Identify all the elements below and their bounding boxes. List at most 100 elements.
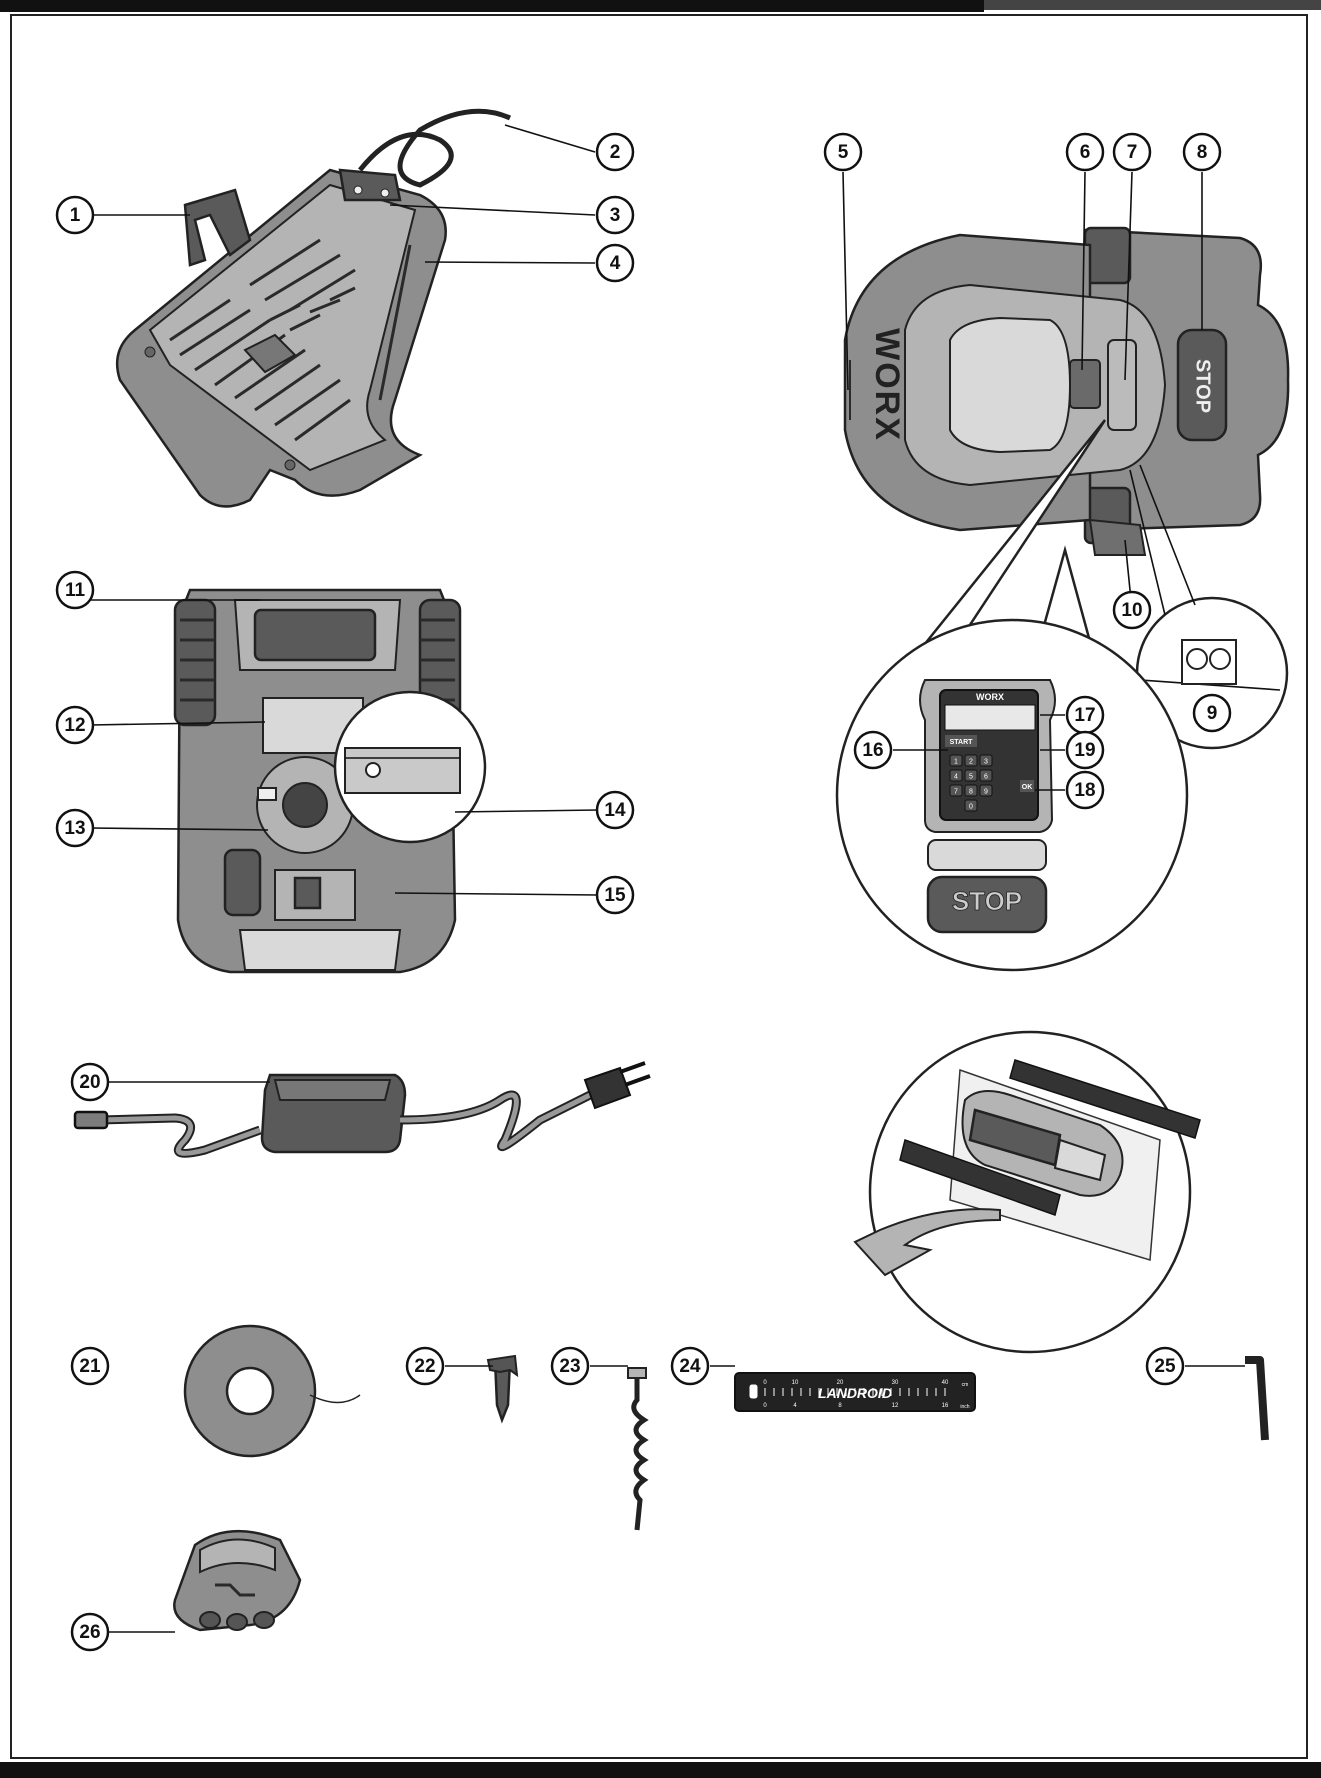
- callout-25-label: 25: [1154, 1356, 1176, 1377]
- callout-14-label: 14: [604, 800, 626, 821]
- callout-14: 14: [595, 790, 635, 830]
- keypad-key-9-label: 9: [984, 789, 988, 796]
- ruler-ticks: 0 10 20 30 40 0 4 8 12 16: [763, 1380, 949, 1409]
- callout-6-label: 6: [1080, 142, 1091, 163]
- callout-11: 11: [55, 570, 95, 610]
- leader-lines: [89, 124, 1245, 1633]
- callout-2: 2: [595, 132, 635, 172]
- ruler-bottom-tick-label: 0: [763, 1403, 767, 1409]
- callout-15-label: 15: [604, 885, 626, 906]
- callout-8: 8: [1182, 132, 1222, 172]
- ruler-top-tick-label: 20: [837, 1380, 844, 1386]
- keypad-key-7-label: 7: [954, 789, 958, 796]
- keypad-key-8-label: 8: [969, 789, 973, 796]
- keypad-brand-logo: WORX: [976, 692, 1004, 702]
- callout-4: 4: [595, 243, 635, 283]
- callout-20-label: 20: [79, 1072, 100, 1093]
- keypad-key-2: [964, 754, 978, 767]
- keypad-key-7: [949, 784, 963, 797]
- wire-connector: [173, 1529, 302, 1632]
- callout-8-label: 8: [1197, 142, 1208, 163]
- callout-3: 3: [595, 195, 635, 235]
- callout-7: 7: [1112, 132, 1152, 172]
- ruler-top-tick-label: 0: [763, 1380, 767, 1386]
- ruler-bottom-tick-label: 12: [892, 1403, 899, 1409]
- boundary-wire-reel: [183, 1324, 361, 1458]
- diagram-frame: [10, 14, 1308, 1759]
- keypad-key-1: [949, 754, 963, 767]
- callout-4-label: 4: [610, 253, 621, 274]
- callout-24: 24: [670, 1346, 710, 1386]
- callout-22-label: 22: [414, 1356, 435, 1377]
- callout-18: 18: [1065, 770, 1105, 810]
- callout-1-label: 1: [70, 205, 81, 226]
- ruler-unit-bottom: inch: [960, 1404, 969, 1410]
- wire-peg: [486, 1354, 519, 1424]
- keypad-keys: 1 2 3 4 5 6 7 8 9 0: [949, 754, 993, 812]
- callout-11-label: 11: [65, 580, 86, 601]
- callout-23: 23: [550, 1346, 590, 1386]
- callout-16: 16: [853, 730, 893, 770]
- callout-10: 10: [1112, 590, 1152, 630]
- callout-7-label: 7: [1127, 142, 1138, 163]
- keypad-key-3: [979, 754, 993, 767]
- ruler-bottom-tick-label: 8: [838, 1403, 842, 1409]
- callout-10-label: 10: [1121, 600, 1142, 621]
- ruler-bottom-tick-label: 16: [942, 1403, 949, 1409]
- keypad-key-0: [964, 799, 978, 812]
- callout-21: 21: [70, 1346, 110, 1386]
- callout-23-label: 23: [559, 1356, 580, 1377]
- keypad-key-6: [979, 769, 993, 782]
- keypad-key-4: [949, 769, 963, 782]
- keypad-key-4-label: 4: [954, 774, 958, 781]
- callout-6: 6: [1065, 132, 1105, 172]
- callout-26: 26: [70, 1612, 110, 1652]
- ruler-unit-top: cm: [962, 1382, 969, 1388]
- callout-2-label: 2: [610, 142, 621, 163]
- mower-top-view: STOP WORX: [843, 226, 1290, 556]
- callout-13-label: 13: [64, 818, 85, 839]
- keypad-key-2-label: 2: [969, 759, 973, 766]
- callout-15: 15: [595, 875, 635, 915]
- callout-3-label: 3: [610, 205, 621, 226]
- callout-5-label: 5: [838, 142, 849, 163]
- power-adapter: [73, 1061, 651, 1158]
- callout-24-label: 24: [679, 1356, 701, 1377]
- callout-21-label: 21: [79, 1356, 101, 1377]
- callout-19: 19: [1065, 730, 1105, 770]
- mower-underside: [173, 588, 487, 974]
- keypad-key-8: [964, 784, 978, 797]
- callout-16-label: 16: [862, 740, 883, 761]
- keypad-start-label: START: [950, 739, 974, 746]
- callout-22: 22: [405, 1346, 445, 1386]
- keypad-key-9: [979, 784, 993, 797]
- callout-26-label: 26: [79, 1622, 100, 1643]
- callout-20: 20: [70, 1062, 110, 1102]
- callout-5: 5: [823, 132, 863, 172]
- ruler-top-tick-label: 30: [892, 1380, 899, 1386]
- ruler-storage-detail: [853, 1030, 1201, 1354]
- callout-9-label: 9: [1207, 703, 1218, 724]
- keypad-key-1-label: 1: [954, 759, 958, 766]
- callout-17-label: 17: [1074, 705, 1095, 726]
- hex-key: [1245, 1356, 1269, 1441]
- ruler-top-tick-label: 40: [942, 1380, 949, 1386]
- keypad-key-6-label: 6: [984, 774, 988, 781]
- callout-12: 12: [55, 705, 95, 745]
- callout-12-label: 12: [64, 715, 85, 736]
- keypad-key-0-label: 0: [969, 804, 973, 811]
- mower-brand-logo: WORX: [868, 328, 906, 442]
- keypad-key-5-label: 5: [969, 774, 973, 781]
- ruler-top-tick-label: 10: [792, 1380, 799, 1386]
- page-bottom-rule: [0, 1762, 1321, 1778]
- keypad-key-3-label: 3: [984, 759, 988, 766]
- page-top-rule: [0, 0, 984, 12]
- station-screw: [627, 1367, 649, 1531]
- ruler-bottom-tick-label: 4: [793, 1403, 797, 1409]
- mower-stop-label: STOP: [1192, 359, 1214, 413]
- charging-station: [115, 108, 512, 508]
- callout-1: 1: [55, 195, 95, 235]
- keypad-stop-label: STOP: [952, 886, 1022, 916]
